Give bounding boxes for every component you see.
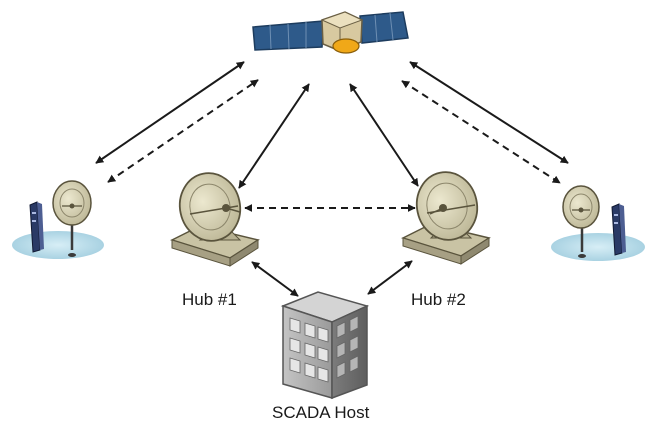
left-site-uplink-solid-arrow [95, 61, 245, 164]
remote-dish-icon [562, 185, 600, 258]
remote-vsat-terminal-icon [611, 203, 626, 256]
right-site-uplink-solid-arrow [409, 61, 569, 164]
hub-1-to-host-arrow [251, 261, 299, 297]
office-building-icon [280, 291, 370, 400]
left-site-uplink-dashed-arrow [107, 79, 259, 183]
hub-2-to-satellite-arrow [349, 83, 419, 187]
hub-2-dish [400, 171, 491, 265]
satellite-icon [252, 11, 409, 54]
left-remote-site [12, 180, 104, 259]
right-site-uplink-dashed-arrow [401, 80, 561, 184]
remote-vsat-terminal-icon [29, 201, 44, 253]
hub-2-to-host-arrow [367, 260, 413, 295]
hub-2-label: Hub #2 [411, 290, 466, 309]
scada-host-label: SCADA Host [272, 403, 370, 422]
remote-dish-icon [52, 180, 92, 257]
ground-pad [551, 233, 645, 261]
hub-1-dish [169, 172, 260, 267]
hub-1-to-satellite-arrow [238, 83, 310, 189]
right-remote-site [551, 185, 645, 261]
ground-pad [12, 231, 104, 259]
hub-1-label: Hub #1 [182, 290, 237, 309]
building-windows [289, 315, 359, 383]
